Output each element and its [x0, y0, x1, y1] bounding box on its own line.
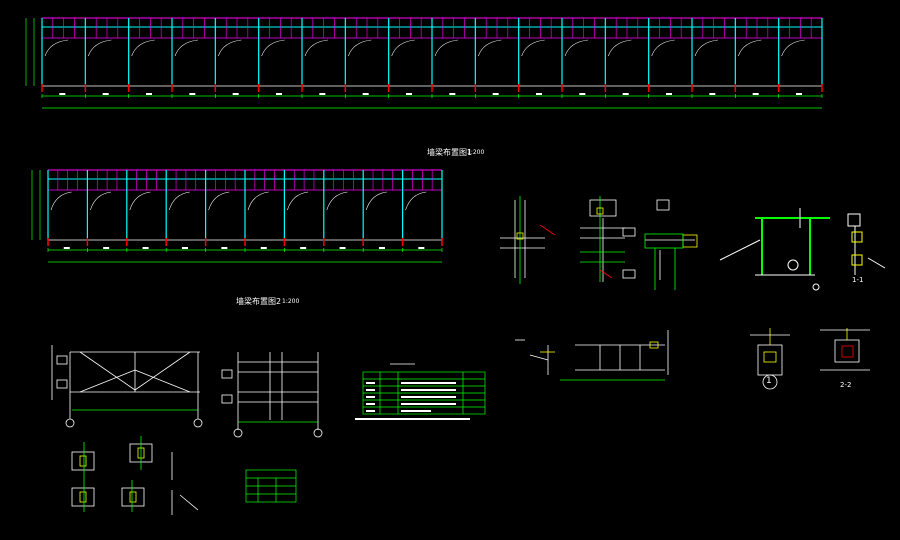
brace-curve: [90, 191, 112, 211]
brace-curve: [781, 39, 805, 57]
connection-details: [71, 436, 199, 515]
dimension-text: [796, 93, 802, 95]
node-details-row1: [500, 196, 698, 290]
dimension-text: [418, 247, 425, 249]
dimension-text: [142, 247, 149, 249]
brace-curve: [287, 191, 309, 211]
brace-curve: [478, 39, 502, 57]
wall-beam-elevation-1: [25, 17, 823, 109]
detail-mark-1: 1: [766, 376, 772, 386]
dimension-text: [622, 93, 629, 95]
dimension-text: [300, 247, 307, 249]
materials-table: [362, 363, 486, 415]
detail-mark-2-2: 2-2: [840, 381, 852, 389]
brace-curve: [168, 191, 190, 211]
brace-curve: [88, 39, 112, 57]
column-base-detail: [750, 328, 870, 390]
brace-curve: [405, 191, 427, 211]
dimension-text: [362, 93, 369, 95]
plan1-scale: 1:200: [467, 149, 485, 156]
dimension-text: [103, 247, 110, 249]
brace-curve: [521, 39, 545, 57]
brace-curve: [50, 191, 72, 211]
brace-curve: [129, 191, 151, 211]
plan2-scale: 1:200: [282, 298, 300, 305]
dimension-text: [319, 93, 326, 95]
brace-curve: [208, 191, 230, 211]
brace-curve: [247, 191, 269, 211]
dimension-text: [181, 247, 188, 249]
dimension-text: [260, 247, 267, 249]
purlin-detail: [515, 330, 669, 381]
brace-curve: [348, 39, 372, 57]
brace-curve: [261, 39, 285, 57]
detail-mark-1-1: 1-1: [852, 276, 864, 284]
dimension-text: [63, 247, 70, 249]
dimension-text: [339, 247, 346, 249]
dimension-text: [449, 93, 456, 95]
brace-curve: [391, 39, 415, 57]
dimension-text: [378, 247, 385, 249]
brace-curve: [738, 39, 762, 57]
wall-beam-elevation-2: [31, 169, 443, 263]
plan1-title: 墙梁布置图1: [427, 148, 473, 157]
dimension-text: [232, 93, 239, 95]
dimension-text: [579, 93, 586, 95]
dimension-text: [276, 93, 282, 95]
brace-curve: [131, 39, 155, 57]
dimension-text: [752, 93, 759, 95]
brace-curve: [326, 191, 348, 211]
brace-curve: [44, 39, 69, 57]
dimension-text: [406, 93, 412, 95]
brace-curve: [218, 39, 242, 57]
dimension-text: [221, 247, 228, 249]
bracing-detail: [51, 345, 203, 428]
bracing-detail-2: [221, 352, 323, 438]
plan2-title: 墙梁布置图2: [236, 297, 282, 306]
dimension-text: [146, 93, 152, 95]
dimension-text: [189, 93, 196, 95]
dimension-text: [102, 93, 109, 95]
brace-curve: [608, 39, 632, 57]
brace-curve: [365, 191, 387, 211]
brace-curve: [304, 39, 329, 57]
brace-curve: [564, 39, 589, 57]
small-table: [245, 469, 297, 503]
dimension-text: [666, 93, 672, 95]
dimension-text: [59, 93, 66, 95]
dimension-text: [492, 93, 499, 95]
brace-curve: [694, 39, 719, 57]
brace-curve: [174, 39, 199, 57]
portal-frame-detail: [719, 208, 886, 291]
brace-curve: [651, 39, 675, 57]
materials-table-text: [355, 382, 470, 420]
brace-curve: [434, 39, 459, 57]
dimension-text: [536, 93, 542, 95]
dimension-text: [709, 93, 716, 95]
